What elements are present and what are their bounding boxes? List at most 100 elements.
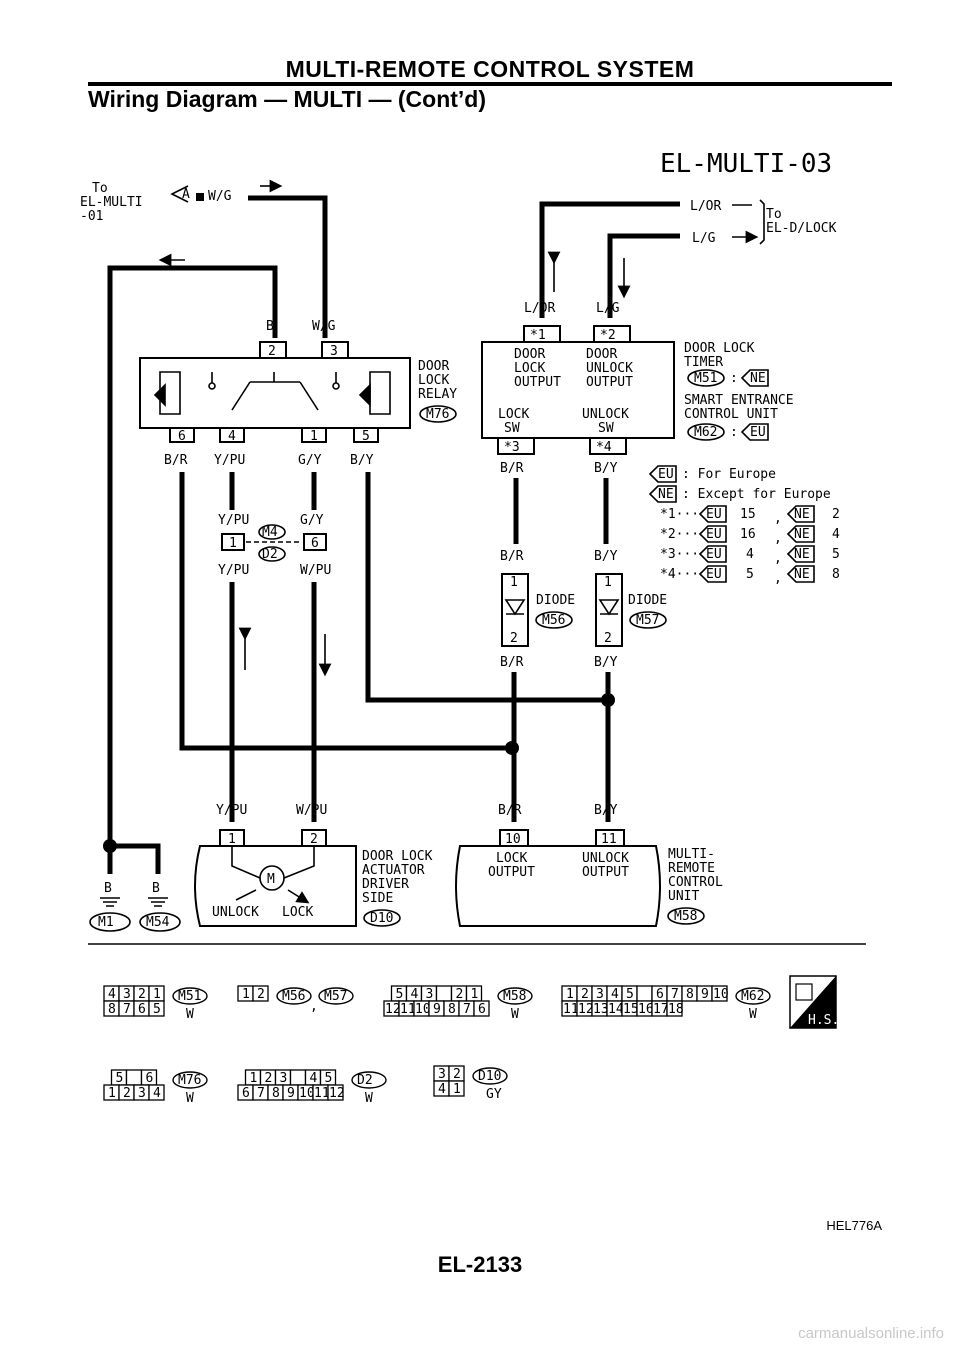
pin-label: 11 (400, 1002, 416, 1017)
diode-icon (504, 599, 526, 616)
header-rule (88, 82, 892, 86)
actuator-unlock: UNLOCK (212, 905, 259, 920)
bidirectional-arrow-icon (245, 634, 325, 670)
actuator-name-line2: ACTUATOR (362, 863, 425, 878)
pin-label: 2 (453, 1067, 461, 1082)
offpage-brace (759, 199, 765, 245)
timer-tag1-badge (740, 369, 769, 387)
pin-label: 6 (146, 1071, 154, 1086)
timer-tag2: EU (750, 425, 766, 440)
timer-color-by: B/Y (594, 461, 618, 476)
timer-conn1-badge (687, 369, 725, 387)
actuator-terminal-2-label: 2 (310, 832, 318, 847)
pin-label: 4 (611, 987, 619, 1002)
pin-label: 2 (138, 987, 146, 1002)
timer-terminal-3 (497, 437, 535, 455)
legend-row2-eu-tag: EU (706, 527, 722, 542)
bidirectional-arrow-icon (554, 258, 624, 292)
timer-name2-line1: SMART ENTRANCE (684, 393, 794, 408)
pin-label: 3 (123, 987, 131, 1002)
diode1-terminal-2: 2 (510, 631, 518, 646)
pin-cell (435, 985, 453, 1002)
legend-ne: NE (658, 487, 674, 502)
legend-row2-sep: , (774, 531, 782, 546)
timer-unlock-sw-2: SW (598, 421, 614, 436)
actuator-name-line1: DOOR LOCK (362, 849, 433, 864)
timer-terminal-4 (589, 437, 627, 455)
pin-label: 9 (433, 1002, 441, 1017)
pin-cell (473, 1000, 490, 1017)
pin-cell (666, 1000, 683, 1017)
offpage-wg-label: W/G (208, 189, 232, 204)
connector-id: D10 (478, 1069, 501, 1084)
pin-label: 17 (653, 1002, 669, 1017)
actuator-motor: M (267, 872, 275, 887)
joint-connector-d2-badge (258, 546, 286, 562)
timer-top-color-lor: L/OR (524, 301, 555, 316)
pin-label: 5 (396, 987, 404, 1002)
timer-name-line1: DOOR LOCK (684, 341, 755, 356)
relay-terminal-4: 4 (228, 429, 236, 444)
connector-color: W (186, 1007, 194, 1022)
legend-ne-text: : Except for Europe (682, 487, 831, 502)
relay-bottom-terminals: 6 4 1 5 (169, 427, 379, 444)
relay-coil-icon (153, 371, 391, 415)
diode2-connector-badge (629, 611, 667, 629)
pin-label: 11 (563, 1002, 579, 1017)
legend-row2-eu: 16 (740, 527, 756, 542)
connector-id-badge (276, 987, 312, 1005)
footer-watermark: carmanualsonline.info (798, 1325, 944, 1342)
pin-label: 10 (713, 987, 729, 1002)
diode1-name: DIODE (536, 593, 575, 608)
relay-terminal-6: 6 (178, 429, 186, 444)
legend-row1-ne-tag: NE (794, 507, 810, 522)
offpage-lor-label: L/OR (690, 199, 721, 214)
joint-terminal-6 (303, 533, 327, 551)
legend-row1-ne: 2 (832, 507, 840, 522)
connector-id-badge (472, 1067, 508, 1085)
actuator-name-line4: SIDE (362, 891, 393, 906)
relay-color-gy: G/Y (298, 453, 322, 468)
relay-terminal-5: 5 (362, 429, 370, 444)
connector-id: D2 (357, 1073, 373, 1088)
legend-row3-eu: 4 (746, 547, 754, 562)
pin-cell (125, 1069, 143, 1086)
legend-row1-eu: 15 (740, 507, 756, 522)
pin-cell (636, 985, 653, 1002)
joint-left-bottom-color: Y/PU (218, 563, 249, 578)
pin-cell (148, 1000, 165, 1017)
legend-eu: EU (658, 467, 674, 482)
offpage-multi01-line2: -01 (80, 209, 103, 224)
pin-label: 8 (272, 1086, 280, 1101)
joint-left-top-color: Y/PU (218, 513, 249, 528)
pin-label: 1 (153, 987, 161, 1002)
diode-m57 (595, 573, 623, 647)
legend-eu-text: : For Europe (682, 467, 776, 482)
relay-terminal-2-label: 2 (268, 344, 276, 359)
relay-connector-badge (419, 405, 457, 423)
relay-top-color-wg: W/G (312, 319, 336, 334)
harness-side-icon: H.S. (789, 975, 839, 1029)
pin-label: 6 (656, 987, 664, 1002)
diode2-color-in: B/Y (594, 549, 618, 564)
legend-row1-key: *1··· (660, 507, 699, 522)
pin-label: 4 (153, 1086, 161, 1101)
timer-unlock-sw-1: UNLOCK (582, 407, 629, 422)
offpage-lg-label: L/G (692, 231, 716, 246)
offpage-to-label: To (92, 181, 108, 196)
pin-label: 4 (411, 987, 419, 1002)
cu-color-by: B/Y (594, 803, 618, 818)
offpage-multi01-label: EL-MULTI (80, 195, 143, 210)
ground1-connector-badge (89, 912, 131, 932)
pin-label: 12 (385, 1002, 401, 1017)
legend-row3-eu-tag: EU (706, 547, 722, 562)
wire-ground-split (107, 838, 161, 874)
connector-id-badge (318, 987, 354, 1005)
pin-label: 4 (438, 1082, 446, 1097)
